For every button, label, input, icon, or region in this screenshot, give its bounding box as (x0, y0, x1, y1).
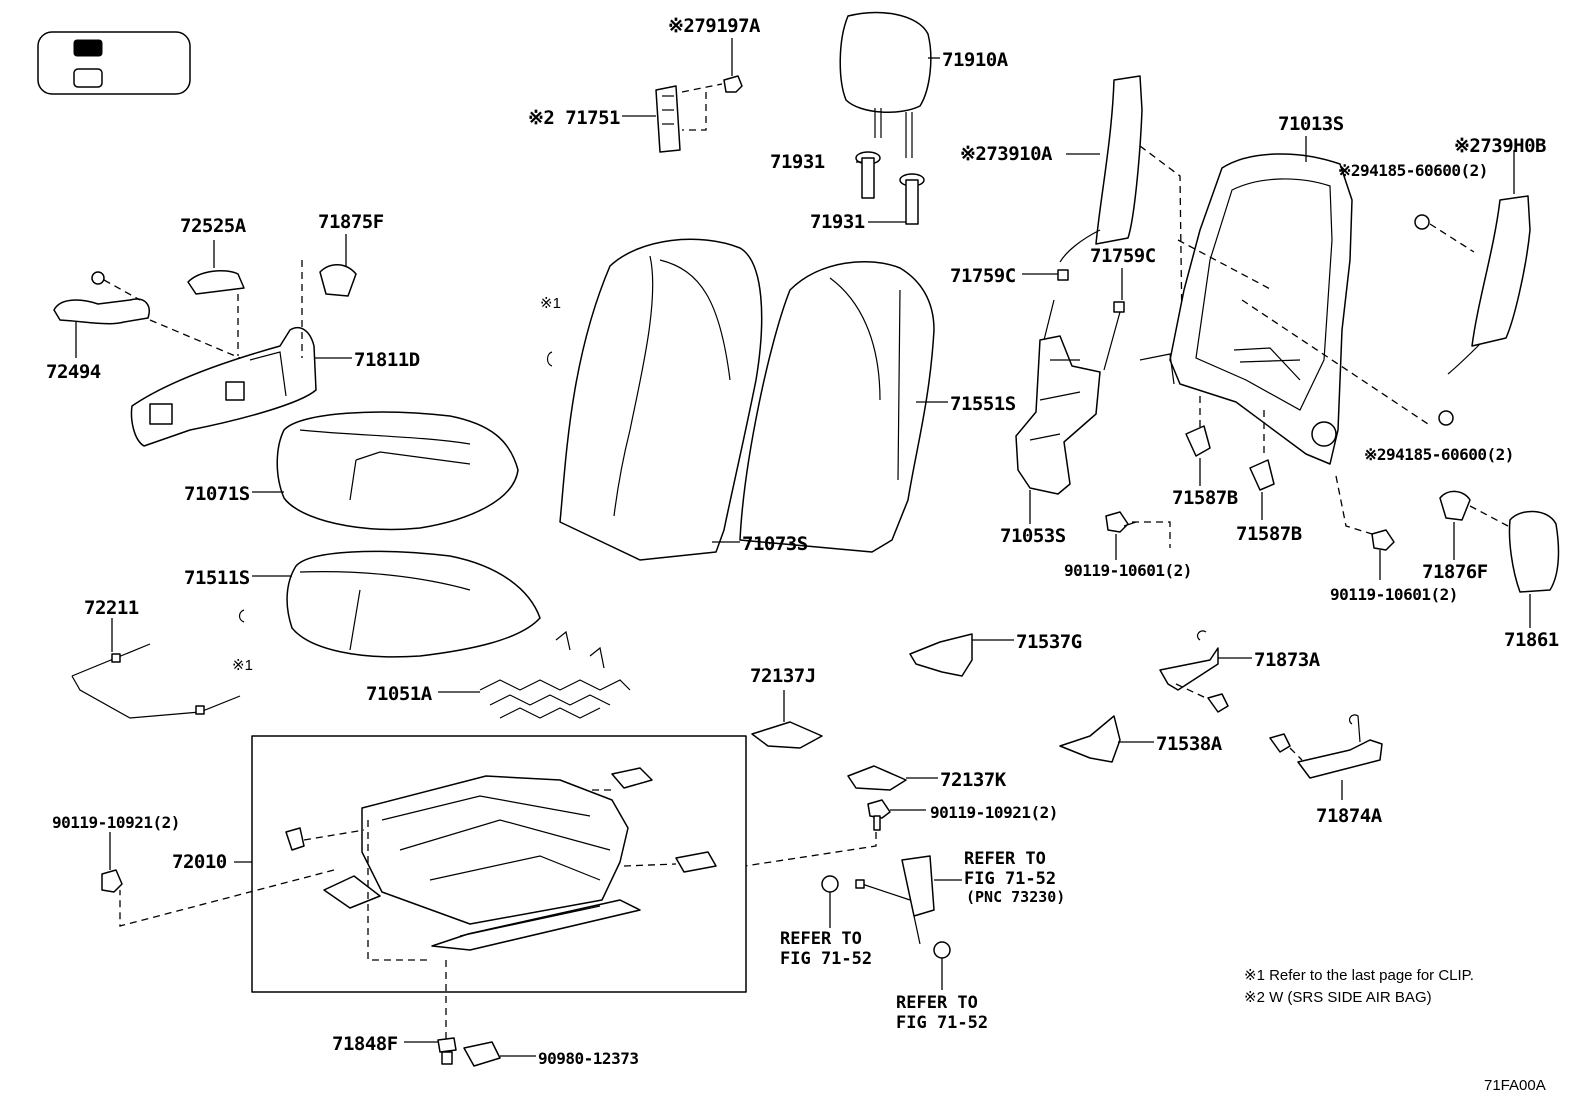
airbag-739H0B-drawing (1447, 195, 1531, 375)
cover-71537G-drawing (909, 633, 973, 677)
armrest-drawing (130, 326, 317, 447)
bolt-10921-right-drawing (867, 799, 891, 831)
label-71053S: 71053S (1000, 525, 1066, 547)
refer-bottom-line1: REFER TO (896, 993, 978, 1013)
label-90119-10921-right: 90119-10921(2) (930, 803, 1058, 822)
label-71537G: 71537G (1016, 631, 1082, 653)
nut-upper-drawing (1414, 214, 1430, 230)
cover-71751-drawing (655, 75, 743, 153)
label-72137K: 72137K (940, 769, 1007, 791)
refer-right-line3: (PNC 73230) (966, 888, 1065, 906)
spring-drawing (479, 630, 631, 719)
cover-72137J-drawing (751, 721, 823, 749)
bolt-left-drawing (1105, 511, 1137, 533)
guide-71876F-drawing (1439, 490, 1471, 521)
refer-left-line2: FIG 71-52 (780, 949, 872, 969)
nut-bottom-buckle-drawing (933, 941, 951, 959)
bracket-71587B-left-drawing (1185, 425, 1211, 457)
cover-71538A-drawing (1059, 715, 1121, 763)
label-71874A: 71874A (1316, 805, 1383, 827)
label-94185-upper: ※294185-60600(2) (1338, 161, 1488, 180)
label-clip-lower: ※1 (232, 657, 253, 674)
label-72525A: 72525A (180, 215, 247, 237)
label-71861: 71861 (1504, 629, 1559, 651)
bracket-71873A-drawing (1159, 630, 1229, 713)
label-71073S: 71073S (742, 533, 808, 555)
figure-code: 71FA00A (1484, 1077, 1546, 1094)
label-72137J: 72137J (750, 665, 816, 687)
label-71873A: 71873A (1254, 649, 1321, 671)
label-71759C-right: 71759C (1090, 245, 1156, 267)
seat-belt-buckle-drawing (855, 855, 935, 945)
legend-box (37, 31, 191, 95)
label-739H0B: ※2739H0B (1454, 135, 1546, 157)
seatback-frame-drawing (1139, 153, 1353, 465)
label-90119-10601-left: 90119-10601(2) (1064, 561, 1192, 580)
label-73910A: ※273910A (960, 143, 1053, 165)
bracket-71874A-drawing (1269, 714, 1383, 779)
label-90980-12373: 90980-12373 (538, 1049, 638, 1068)
refer-bottom-line2: FIG 71-52 (896, 1013, 988, 1033)
label-71875F: 71875F (318, 211, 384, 233)
bracket-71587B-right-drawing (1249, 459, 1275, 491)
seatback-pad-drawing (739, 260, 935, 553)
clip-71848F-drawing (437, 1037, 457, 1065)
label-clip-upper: ※1 (540, 295, 561, 312)
refer-right-line2: FIG 71-52 (964, 869, 1056, 889)
note-airbag: ※2 W (SRS SIDE AIR BAG) (1244, 989, 1432, 1006)
label-71538A: 71538A (1156, 733, 1223, 755)
nut-left-buckle-drawing (821, 875, 839, 893)
label-71759C-left: 71759C (950, 265, 1016, 287)
bolt-right-drawing (1371, 529, 1395, 551)
label-71587B-right: 71587B (1236, 523, 1302, 545)
headrest-support-drawing (855, 151, 925, 225)
label-71910A: 71910A (942, 49, 1009, 71)
label-94185-lower: ※294185-60600(2) (1364, 445, 1514, 464)
clips-71759C-drawing (1057, 269, 1125, 313)
nut-lower-drawing (1438, 410, 1454, 426)
label-79197A: ※279197A (668, 15, 761, 37)
frame-71053S-drawing (1015, 299, 1121, 495)
label-90119-10921-left: 90119-10921(2) (52, 813, 180, 832)
label-71511S: 71511S (184, 567, 250, 589)
bolt-10921-left-drawing (101, 869, 123, 893)
refer-right-line1: REFER TO (964, 849, 1046, 869)
label-71071S: 71071S (184, 483, 250, 505)
cover-72137K-drawing (847, 765, 907, 791)
label-71551S: 71551S (950, 393, 1016, 415)
label-72010: 72010 (172, 851, 227, 873)
cover-72525A-drawing (187, 269, 245, 295)
label-71013S: 71013S (1278, 113, 1344, 135)
bushing-71875F-drawing (319, 264, 357, 297)
label-71876F: 71876F (1422, 561, 1488, 583)
label-71751: ※2 71751 (528, 107, 620, 129)
label-71848F: 71848F (332, 1033, 398, 1055)
headrest-drawing (839, 11, 932, 158)
label-72494: 72494 (46, 361, 101, 383)
label-72211: 72211 (84, 597, 139, 619)
label-71587B-left: 71587B (1172, 487, 1238, 509)
connector-90980-drawing (463, 1041, 501, 1067)
label-71051A: 71051A (366, 683, 433, 705)
refer-left-line1: REFER TO (780, 929, 862, 949)
seat-track-drawing (285, 767, 717, 951)
cushion-cover-drawing (276, 411, 519, 531)
cover-71861-drawing (1508, 510, 1560, 593)
cushion-pad-drawing (286, 550, 541, 658)
hinge-cover-72494-drawing (53, 271, 150, 325)
note-clip: ※1 Refer to the last page for CLIP. (1244, 967, 1474, 984)
label-71931-lower: 71931 (810, 211, 865, 233)
label-71931-upper: 71931 (770, 151, 825, 173)
label-90119-10601-right: 90119-10601(2) (1330, 585, 1458, 604)
label-71811D: 71811D (354, 349, 420, 371)
airbag-73910A-drawing (1059, 75, 1143, 263)
seatback-cover-drawing (559, 238, 763, 561)
wire-72211-drawing (71, 643, 241, 719)
